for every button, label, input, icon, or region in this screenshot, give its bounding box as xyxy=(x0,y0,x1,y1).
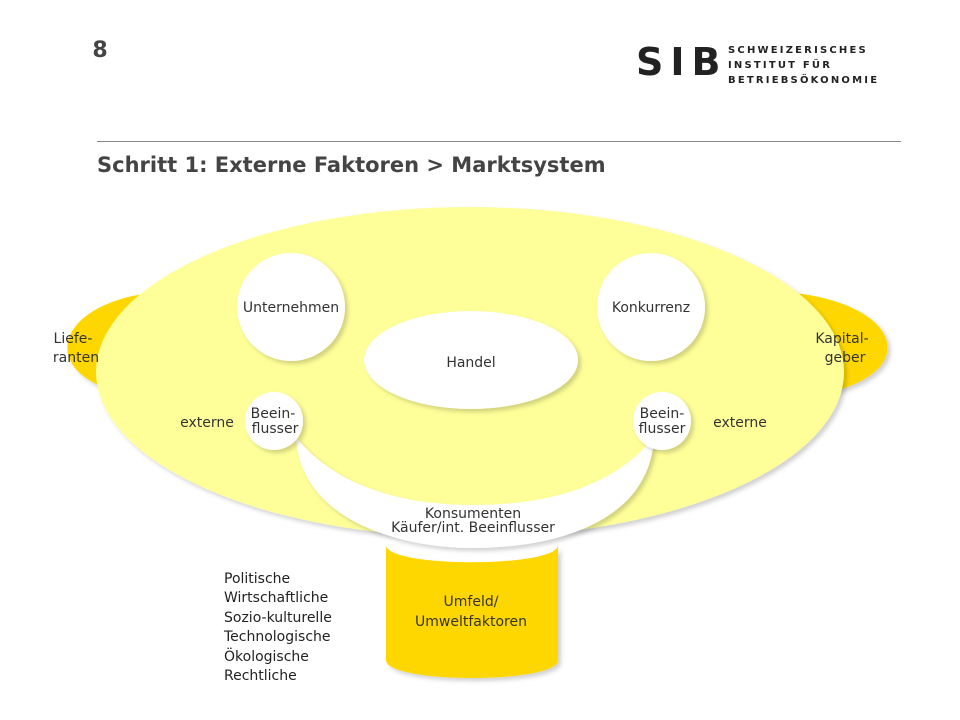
supplier-label-2: ranten xyxy=(53,350,99,366)
influencer-right-circle xyxy=(633,392,691,450)
page-title: Schritt 1: Externe Faktoren > Marktsyste… xyxy=(97,153,606,177)
environment-label-2: Umweltfaktoren xyxy=(415,614,527,630)
company-circle xyxy=(237,253,345,361)
competition-circle xyxy=(597,253,705,361)
trade-ellipse xyxy=(364,311,578,409)
external-right-label: externe xyxy=(713,415,767,431)
influencer-left-label-2: flusser xyxy=(252,421,299,437)
factor-technological: Technologische xyxy=(224,629,331,646)
supplier-label-1: Liefe- xyxy=(54,331,93,347)
factor-political: Politische xyxy=(224,571,291,587)
logo-line-3: BETRIEBSÖKONOMIE xyxy=(728,75,880,86)
company-label: Unternehmen xyxy=(243,300,339,316)
environment-cylinder xyxy=(386,545,558,678)
logo-line-1: SCHWEIZERISCHES xyxy=(728,45,868,56)
header-divider xyxy=(97,141,901,142)
influencer-right-label-2: flusser xyxy=(639,421,686,437)
factor-economic: Wirtschaftliche xyxy=(224,590,329,607)
capital-provider-label-2: geber xyxy=(825,350,866,366)
environment-factors-list: Politische Wirtschaftliche Sozio-kulture… xyxy=(224,570,332,686)
influencer-right-label-1: Beein- xyxy=(640,406,685,422)
factor-socio-cultural: Sozio-kulturelle xyxy=(224,609,332,626)
page-number: 8 xyxy=(92,38,108,63)
sib-logo: SIB xyxy=(636,40,728,84)
consumers-label-1: Konsumenten xyxy=(425,506,521,522)
external-left-label: externe xyxy=(180,415,234,431)
consumer-region xyxy=(296,437,654,548)
logo-line-2: INSTITUT FÜR xyxy=(728,60,833,71)
factor-legal: Rechtliche xyxy=(224,668,297,685)
trade-label: Handel xyxy=(446,355,495,371)
supplier-crescent xyxy=(67,291,180,400)
environment-label-1: Umfeld/ xyxy=(444,594,499,610)
capital-provider-crescent xyxy=(760,291,888,400)
capital-provider-label-1: Kapital- xyxy=(815,331,868,347)
influencer-left-label-1: Beein- xyxy=(251,406,296,422)
influencer-left-circle xyxy=(245,392,303,450)
consumers-label-2: Käufer/int. Beeinflusser xyxy=(391,520,555,536)
competition-label: Konkurrenz xyxy=(612,300,690,316)
factor-ecological: Ökologische xyxy=(224,648,309,665)
